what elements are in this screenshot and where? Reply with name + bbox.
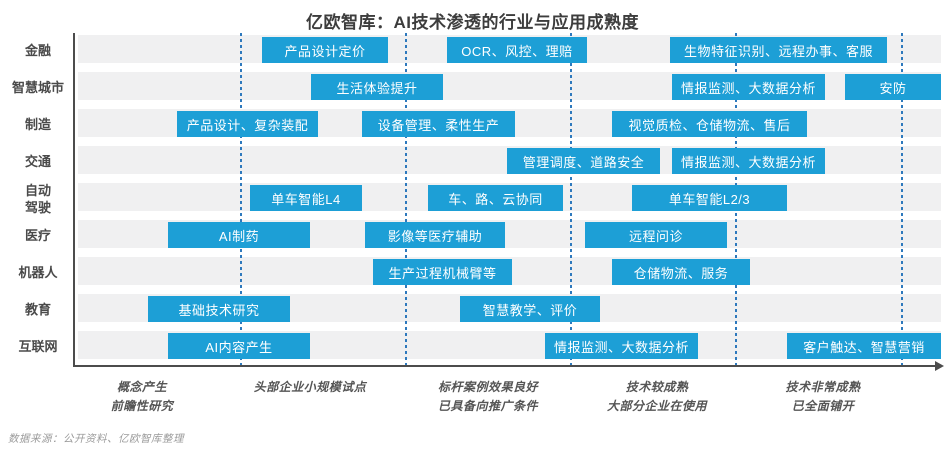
row-label-transportation: 交通 (24, 154, 51, 170)
stage-label: 头部企业小规模试点 (253, 380, 367, 394)
stage-divider-line (901, 33, 903, 366)
stage-label: 技术非常成熟 已全面铺开 (785, 380, 861, 413)
application-box: 视觉质检、仓储物流、售后 (612, 111, 807, 137)
application-box: AI内容产生 (168, 333, 310, 359)
application-box: 情报监测、大数据分析 (672, 74, 825, 100)
row-label-manufacturing: 制造 (24, 117, 51, 133)
data-source-note: 数据来源：公开资料、亿欧智库整理 (8, 433, 184, 445)
application-box: 生活体验提升 (311, 74, 443, 100)
application-box: 产品设计、复杂装配 (177, 111, 318, 137)
application-box: 基础技术研究 (148, 296, 290, 322)
application-box: 生产过程机械臂等 (373, 259, 512, 285)
application-box: 情报监测、大数据分析 (545, 333, 698, 359)
row-label-education: 教育 (24, 302, 51, 318)
row-label-finance: 金融 (24, 43, 51, 59)
application-box: 仓储物流、服务 (612, 259, 750, 285)
row-label-autonomous-driving: 自动 驾驶 (24, 183, 51, 215)
stage-divider-line (240, 33, 242, 366)
row-label-healthcare: 医疗 (24, 228, 51, 244)
row-label-smart-city: 智慧城市 (11, 80, 64, 96)
application-box: 生物特征识别、远程办事、客服 (670, 37, 887, 63)
application-box: 智慧教学、评价 (460, 296, 600, 322)
stage-divider-line (570, 33, 572, 366)
application-box: 远程问诊 (585, 222, 727, 248)
application-box: 客户触达、智慧营销 (787, 333, 941, 359)
row-label-internet: 互联网 (18, 339, 58, 355)
stage-label: 概念产生 前瞻性研究 (110, 380, 174, 413)
application-box: 单车智能L2/3 (632, 185, 787, 211)
stage-label: 标杆案例效果良好 已具备向推广条件 (437, 380, 539, 413)
x-axis-line (73, 365, 936, 367)
application-box: 影像等医疗辅助 (365, 222, 505, 248)
application-box: 情报监测、大数据分析 (672, 148, 825, 174)
y-axis-line (73, 33, 75, 367)
application-box: 单车智能L4 (250, 185, 362, 211)
application-box: 设备管理、柔性生产 (362, 111, 515, 137)
application-box: 管理调度、道路安全 (507, 148, 660, 174)
application-box: AI制药 (168, 222, 310, 248)
stage-divider-line (405, 33, 407, 366)
application-box: 产品设计定价 (262, 37, 388, 63)
application-box: OCR、风控、理赔 (447, 37, 587, 63)
x-axis-arrow (935, 361, 944, 371)
application-box: 安防 (845, 74, 941, 100)
application-box: 车、路、云协同 (428, 185, 563, 211)
stage-label: 技术较成熟 大部分企业在使用 (606, 380, 708, 413)
row-label-robotics: 机器人 (18, 265, 58, 281)
chart-title: 亿欧智库：AI技术渗透的行业与应用成熟度 (306, 13, 639, 32)
